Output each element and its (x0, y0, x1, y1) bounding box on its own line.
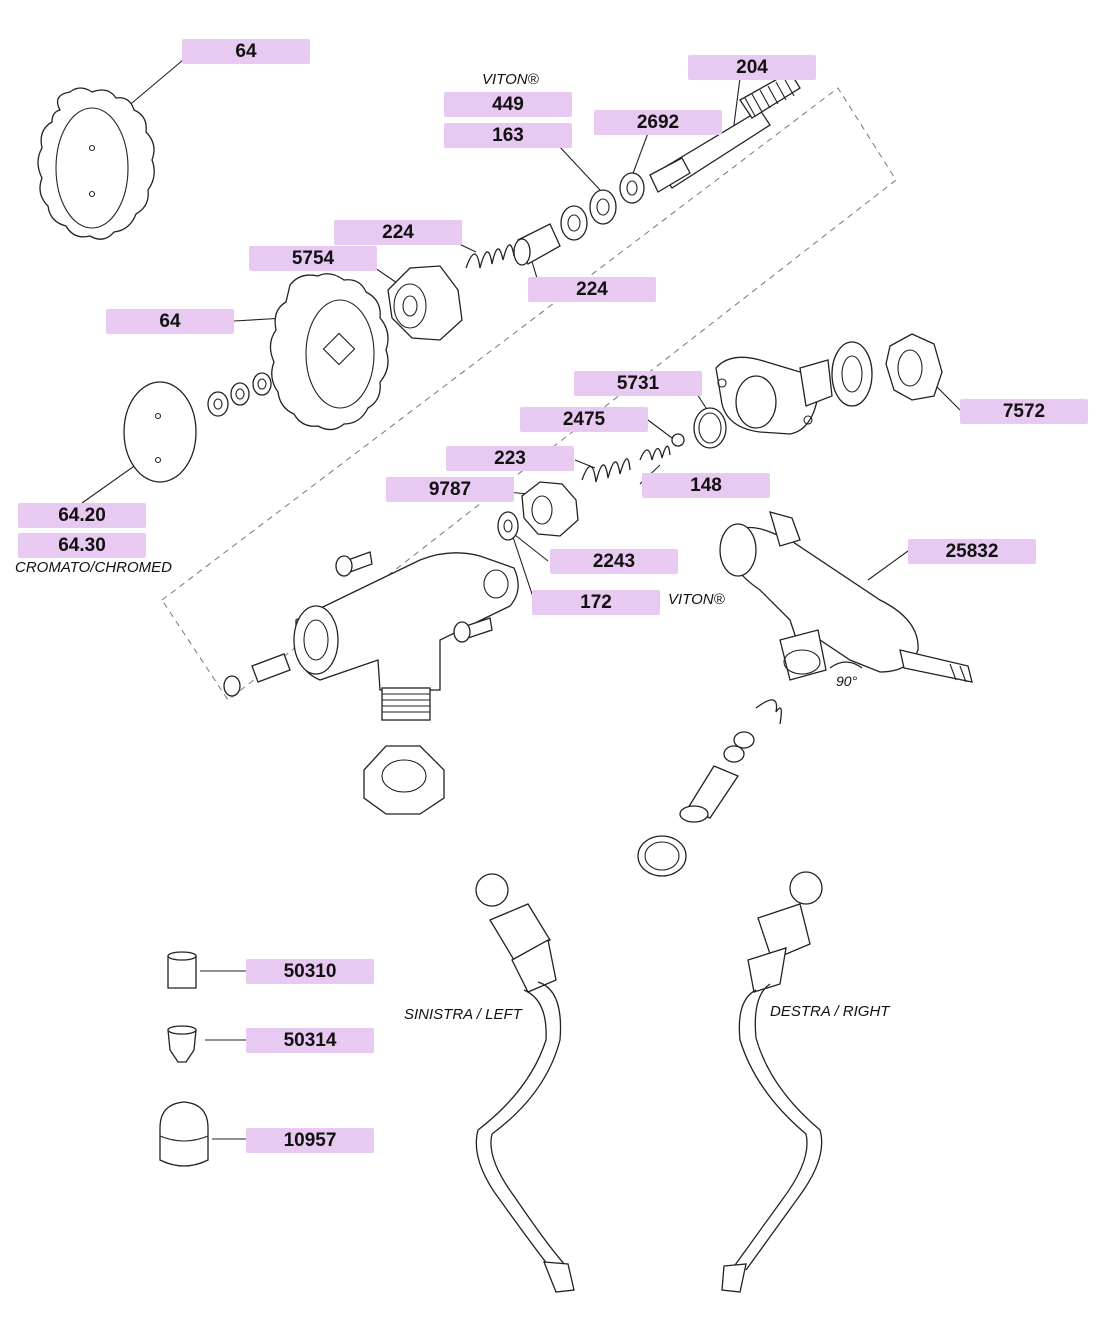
label-2243: 2243 (550, 549, 678, 574)
label-2475: 2475 (520, 407, 648, 432)
screw-lower (453, 617, 493, 643)
label-223: 223 (446, 446, 574, 471)
ball-2475 (671, 433, 685, 447)
small-washer-b (252, 372, 272, 396)
label-204: 204 (688, 55, 816, 80)
label-50314: 50314 (246, 1028, 374, 1053)
label-2692: 2692 (594, 110, 722, 135)
tap-body-25832 (719, 511, 973, 683)
nut-7572 (885, 333, 943, 401)
cap-50314 (167, 1025, 197, 1063)
label-64-top: 64 (182, 39, 310, 64)
cap-50310 (167, 951, 197, 989)
label-25832: 25832 (908, 539, 1036, 564)
label-9787: 9787 (386, 477, 514, 502)
pipe-right (721, 871, 823, 1293)
knob-64-side (269, 273, 389, 431)
body-nut (363, 745, 445, 815)
label-5731: 5731 (574, 371, 702, 396)
note-viton-mid: VITON® (668, 591, 725, 608)
label-50310: 50310 (246, 959, 374, 984)
spring-148 (639, 445, 671, 461)
label-163: 163 (444, 123, 572, 148)
note-left-pipe: SINISTRA / LEFT (404, 1006, 522, 1023)
pipe-left (475, 873, 575, 1293)
small-nut (207, 391, 229, 417)
note-right-pipe: DESTRA / RIGHT (770, 1003, 890, 1020)
assembly-dashed-outline (161, 87, 897, 701)
label-172: 172 (532, 590, 660, 615)
washer-449 (560, 205, 588, 241)
washer-2692 (619, 172, 645, 204)
flange-body (715, 356, 833, 435)
stem-204 (649, 71, 801, 193)
label-64-20: 64.20 (18, 503, 146, 528)
valve-piston (679, 765, 739, 823)
label-224-bush: 224 (528, 277, 656, 302)
bush-224 (513, 223, 561, 266)
label-64-30: 64.30 (18, 533, 146, 558)
small-washer-a (230, 382, 250, 406)
cap-10957 (159, 1101, 209, 1167)
screw-upper (335, 551, 373, 577)
label-224-spring: 224 (334, 220, 462, 245)
spring-lower (755, 699, 782, 725)
washer-163 (589, 189, 617, 225)
oring-lower-a (733, 731, 755, 749)
note-chromed: CROMATO/CHROMED (15, 559, 172, 576)
label-10957: 10957 (246, 1128, 374, 1153)
oring-lower-b (723, 745, 745, 763)
spring-224 (465, 244, 515, 269)
label-148: 148 (642, 473, 770, 498)
spring-223 (581, 458, 631, 483)
label-5754: 5754 (249, 246, 377, 271)
nut-5754 (387, 265, 463, 341)
lock-washer (831, 341, 873, 407)
pin-left (223, 653, 291, 697)
note-angle: 90° (836, 673, 858, 689)
label-64-side: 64 (106, 309, 234, 334)
nut-9787 (521, 481, 579, 537)
tap-body (293, 552, 519, 721)
cap-disk-64-20 (123, 381, 197, 483)
label-7572: 7572 (960, 399, 1088, 424)
note-viton-top: VITON® (482, 71, 539, 88)
label-449: 449 (444, 92, 572, 117)
washer-2243 (497, 511, 519, 541)
knob-64-top (37, 87, 155, 240)
